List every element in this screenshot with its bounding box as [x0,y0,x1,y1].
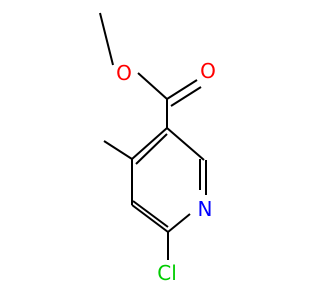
bond-carbonyl-oxygen-1 [166,79,198,100]
bond-methyl-ester-oxygen [99,12,114,66]
chlorine-label: Cl [157,261,177,285]
bond-ring-c6-c5-inner [131,204,169,233]
ring-nitrogen-label: N [198,197,213,221]
bond-ring-c4-c3-outer [135,133,168,165]
bond-ester-oxygen-carbonyl [137,72,168,100]
bond-ring-c3-c2 [166,127,205,161]
bond-ring-c6-c5-outer [132,200,169,228]
bond-carbonyl-oxygen-2 [170,86,202,107]
molecule-structure: O O N Cl [99,12,216,285]
bond-ring-n-c6 [167,213,191,233]
bond-ring-c4-methyl [103,140,133,160]
carbonyl-oxygen-label: O [200,59,216,83]
bonds [99,12,207,260]
ester-oxygen-label: O [116,61,132,85]
atom-labels: O O N Cl [116,59,216,285]
bond-ring-c4-c3-inner [131,127,168,160]
